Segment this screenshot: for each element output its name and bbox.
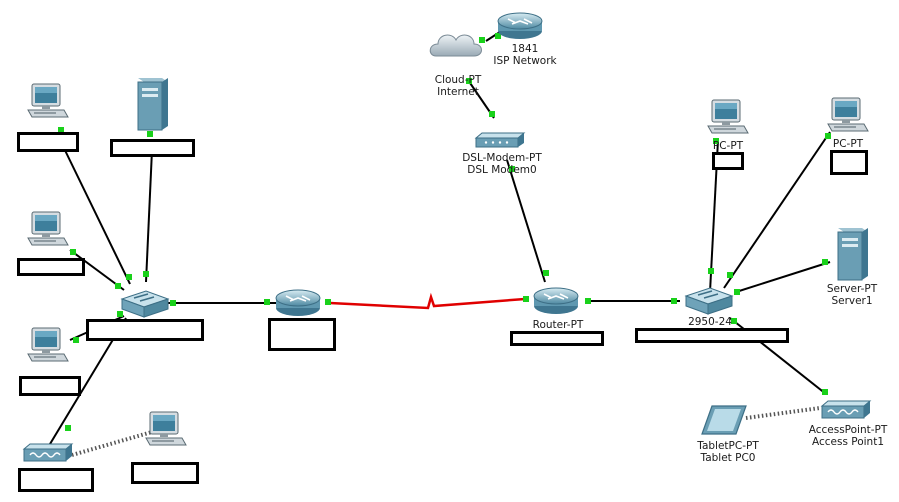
- switch-right-label: 2950-24: [680, 316, 740, 328]
- switch-right-model: 2950-24: [688, 316, 732, 328]
- pc-icon[interactable]: [827, 97, 869, 132]
- cloud-name: Internet: [437, 86, 479, 98]
- redacted-label-box: [19, 376, 81, 396]
- access-point-icon[interactable]: [821, 400, 871, 419]
- redacted-label-box: [17, 132, 79, 152]
- dsl-modem-model: DSL-Modem-PT: [462, 152, 542, 164]
- router-icon[interactable]: [275, 289, 321, 317]
- redacted-label-box: [268, 318, 336, 351]
- redacted-label-box: [18, 468, 94, 492]
- access-point-model: AccessPoint-PT: [808, 424, 888, 436]
- redacted-label-box: [712, 152, 744, 170]
- dsl-modem-icon[interactable]: [475, 132, 525, 148]
- pc-right-2-label: PC-PT: [824, 138, 872, 150]
- switch-icon[interactable]: [121, 290, 169, 318]
- link-server-right-switch[interactable]: [735, 261, 831, 293]
- isp-router-model: 1841: [511, 43, 539, 55]
- pc-icon[interactable]: [27, 211, 69, 246]
- pc-right-2-model: PC-PT: [832, 138, 864, 150]
- link-server-left-switch[interactable]: [145, 149, 153, 283]
- link-pc-top-left-switch[interactable]: [59, 139, 131, 285]
- tablet-name: Tablet PC0: [700, 452, 756, 464]
- pc-icon[interactable]: [27, 83, 69, 118]
- pc-right-1-model: PC-PT: [712, 140, 744, 152]
- server-right-label: Server-PT Server1: [820, 283, 884, 307]
- access-point-name: Access Point1: [811, 436, 885, 448]
- pc-icon[interactable]: [145, 411, 187, 446]
- dsl-modem-name: DSL Modem0: [467, 164, 537, 176]
- wireless-link-right: [745, 406, 821, 420]
- link-router-dsl[interactable]: [506, 159, 546, 283]
- redacted-label-box: [131, 462, 199, 484]
- wireless-links: [71, 406, 821, 457]
- pc-icon[interactable]: [27, 327, 69, 362]
- redacted-label-box: [830, 150, 868, 175]
- cloud-model: Cloud-PT: [434, 74, 482, 86]
- serial-link[interactable]: [329, 292, 526, 310]
- pc-right-1-label: PC-PT: [704, 140, 752, 152]
- router-right-model: Router-PT: [532, 319, 584, 331]
- wireless-link-left: [71, 430, 153, 457]
- tablet-icon[interactable]: [701, 405, 747, 435]
- isp-router-label: 1841 ISP Network: [490, 43, 560, 67]
- redacted-label-box: [17, 258, 85, 276]
- server-icon[interactable]: [837, 227, 869, 281]
- access-point-icon[interactable]: [23, 443, 73, 462]
- cloud-icon[interactable]: [429, 34, 482, 57]
- router-icon[interactable]: [497, 12, 543, 40]
- server-icon[interactable]: [137, 77, 169, 131]
- redacted-label-box: [510, 331, 604, 346]
- tablet-model: TabletPC-PT: [697, 440, 759, 452]
- pc-icon[interactable]: [707, 99, 749, 134]
- switch-icon[interactable]: [685, 287, 733, 315]
- port-status-dots: [58, 33, 831, 431]
- link-pc-right2-switch[interactable]: [723, 131, 831, 289]
- router-icon[interactable]: [533, 287, 579, 315]
- access-point-label: AccessPoint-PT Access Point1: [800, 424, 896, 448]
- router-right-label: Router-PT: [522, 319, 594, 331]
- cloud-label: Cloud-PT Internet: [426, 74, 490, 98]
- redacted-label-box: [635, 328, 789, 343]
- server-right-model: Server-PT: [826, 283, 878, 295]
- redacted-label-box: [110, 139, 195, 157]
- dsl-modem-label: DSL-Modem-PT DSL Modem0: [460, 152, 544, 176]
- tablet-label: TabletPC-PT Tablet PC0: [688, 440, 768, 464]
- isp-router-name: ISP Network: [493, 55, 557, 67]
- redacted-label-box: [86, 319, 204, 341]
- server-right-name: Server1: [831, 295, 873, 307]
